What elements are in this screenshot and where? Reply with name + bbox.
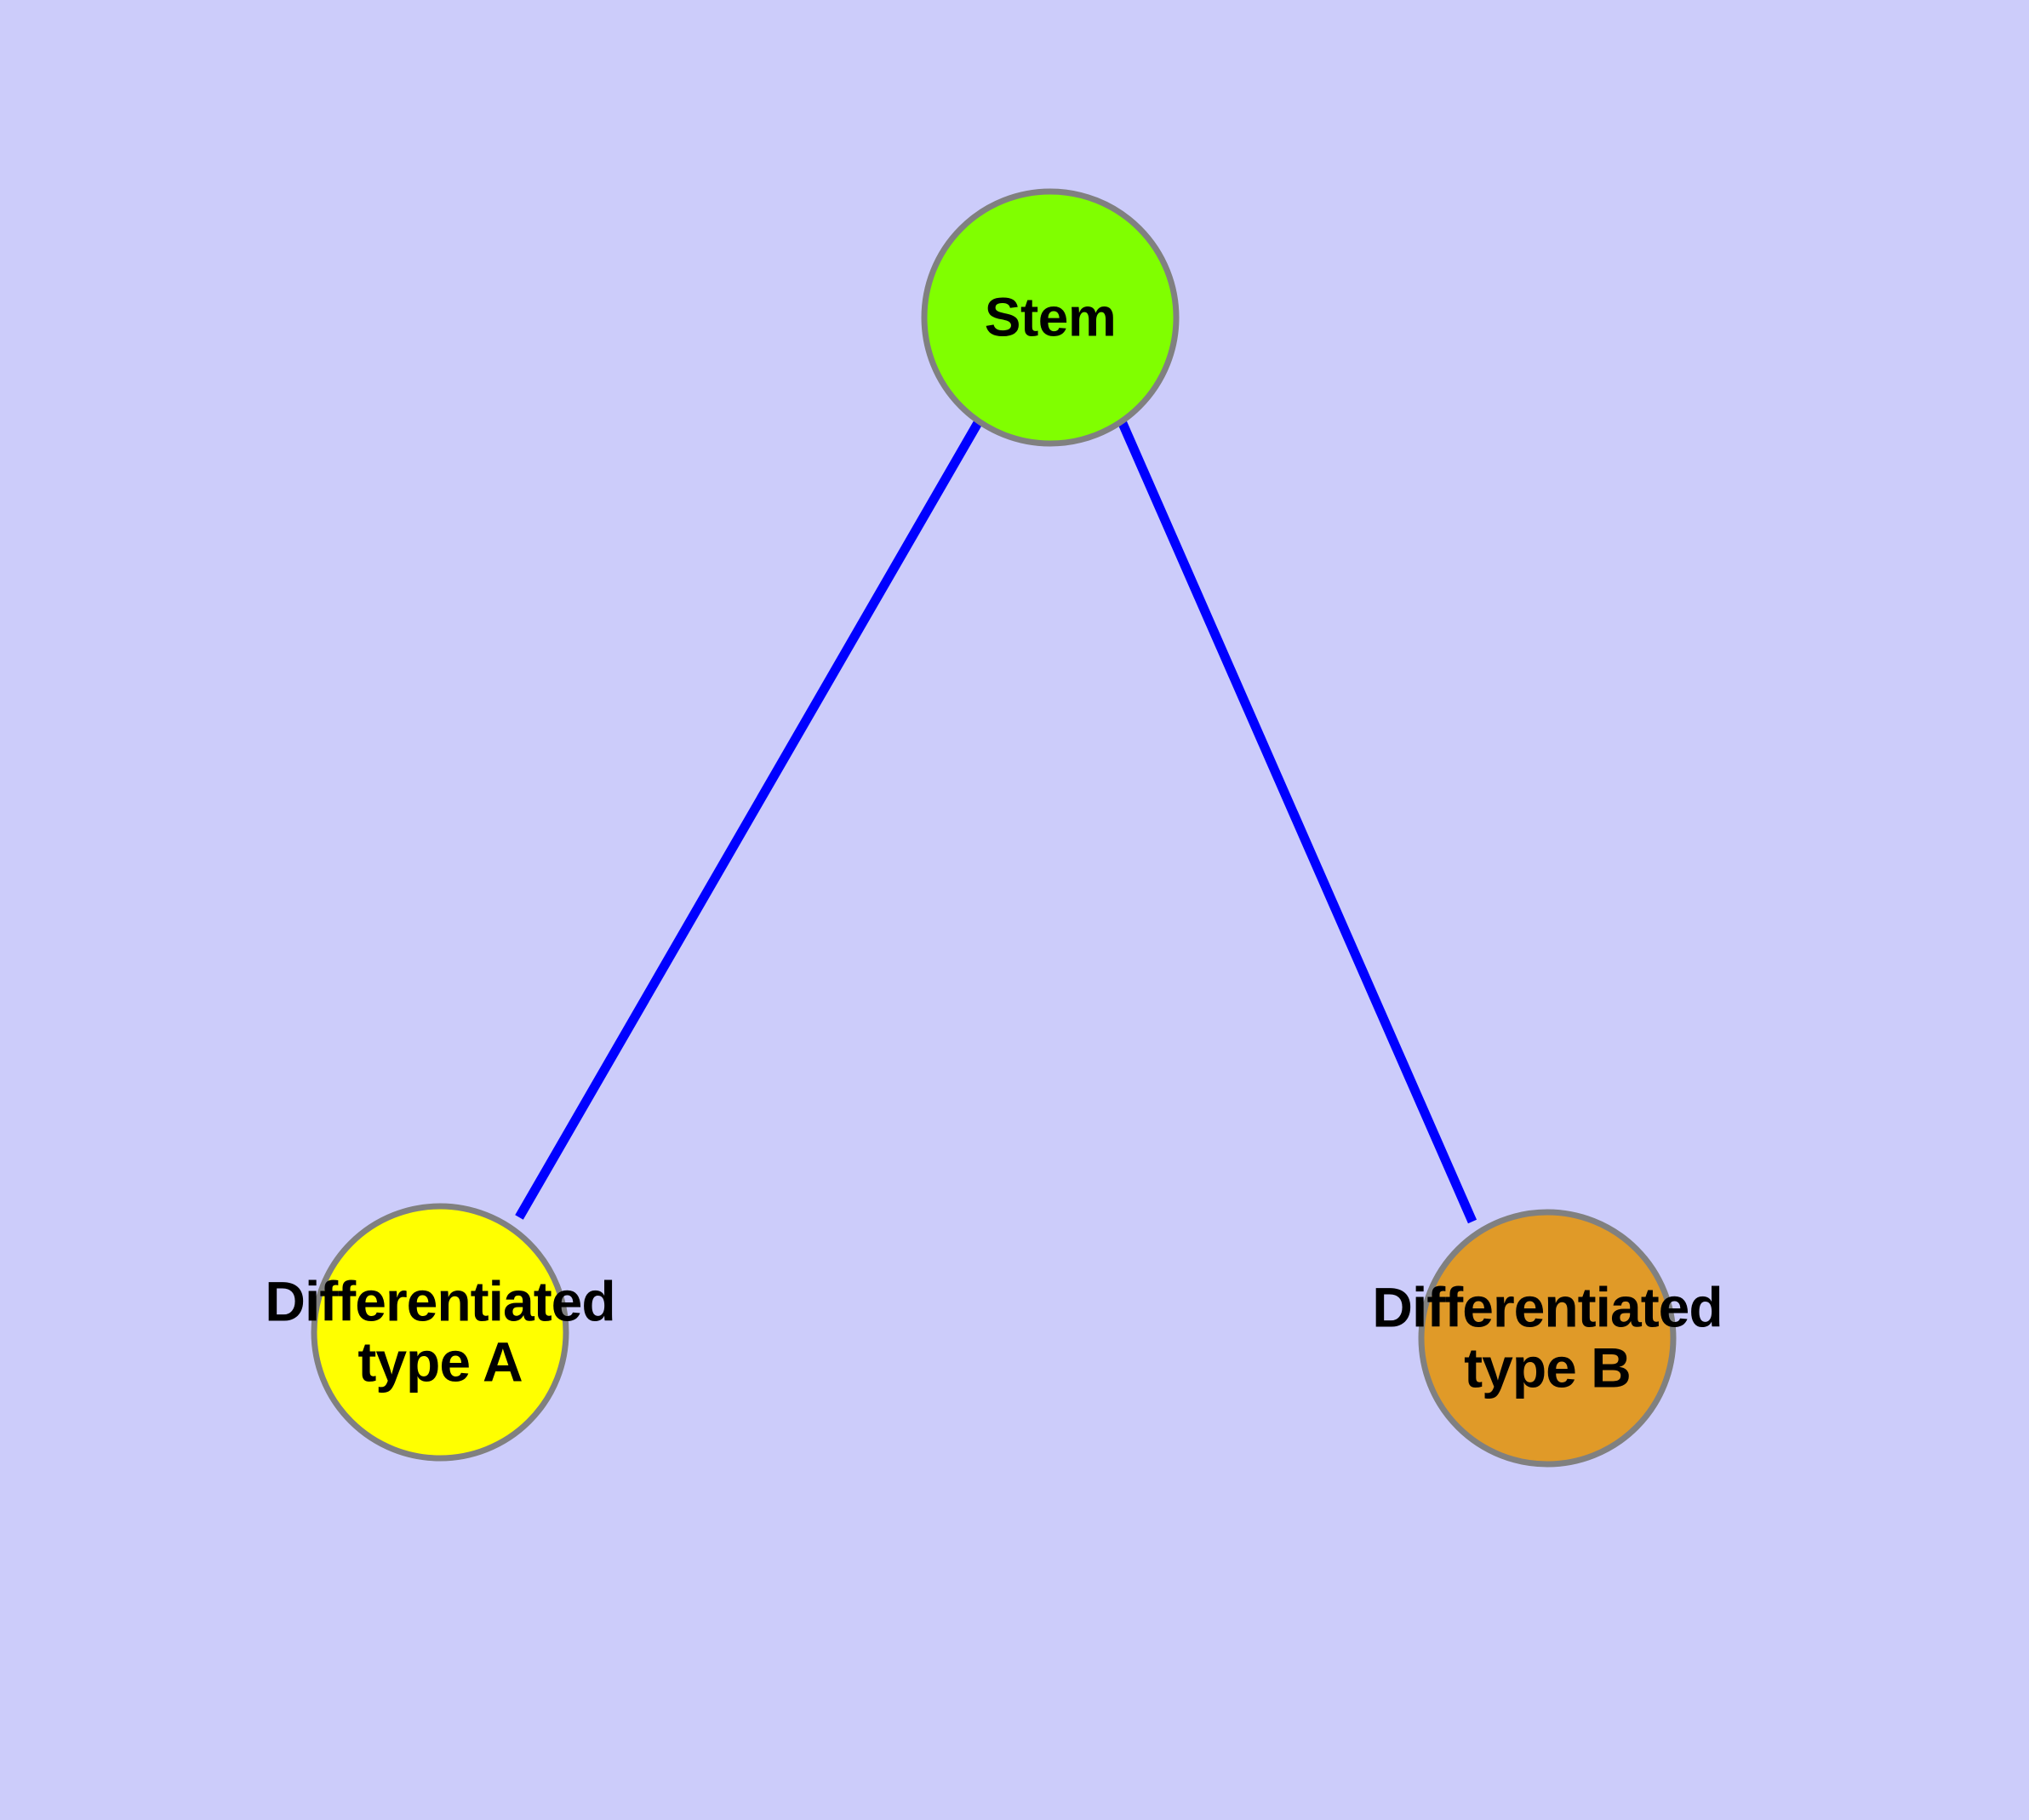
node-circle-differentiated-type-a[interactable] [311, 1203, 569, 1462]
edge-layer [515, 419, 1477, 1224]
node-circle-stem[interactable] [921, 188, 1180, 447]
node-layer [311, 188, 1677, 1468]
edge-stem-to-diff-a [515, 419, 983, 1220]
node-circle-differentiated-type-b[interactable] [1418, 1209, 1677, 1468]
edge-stem-to-diff-b [1117, 419, 1477, 1224]
